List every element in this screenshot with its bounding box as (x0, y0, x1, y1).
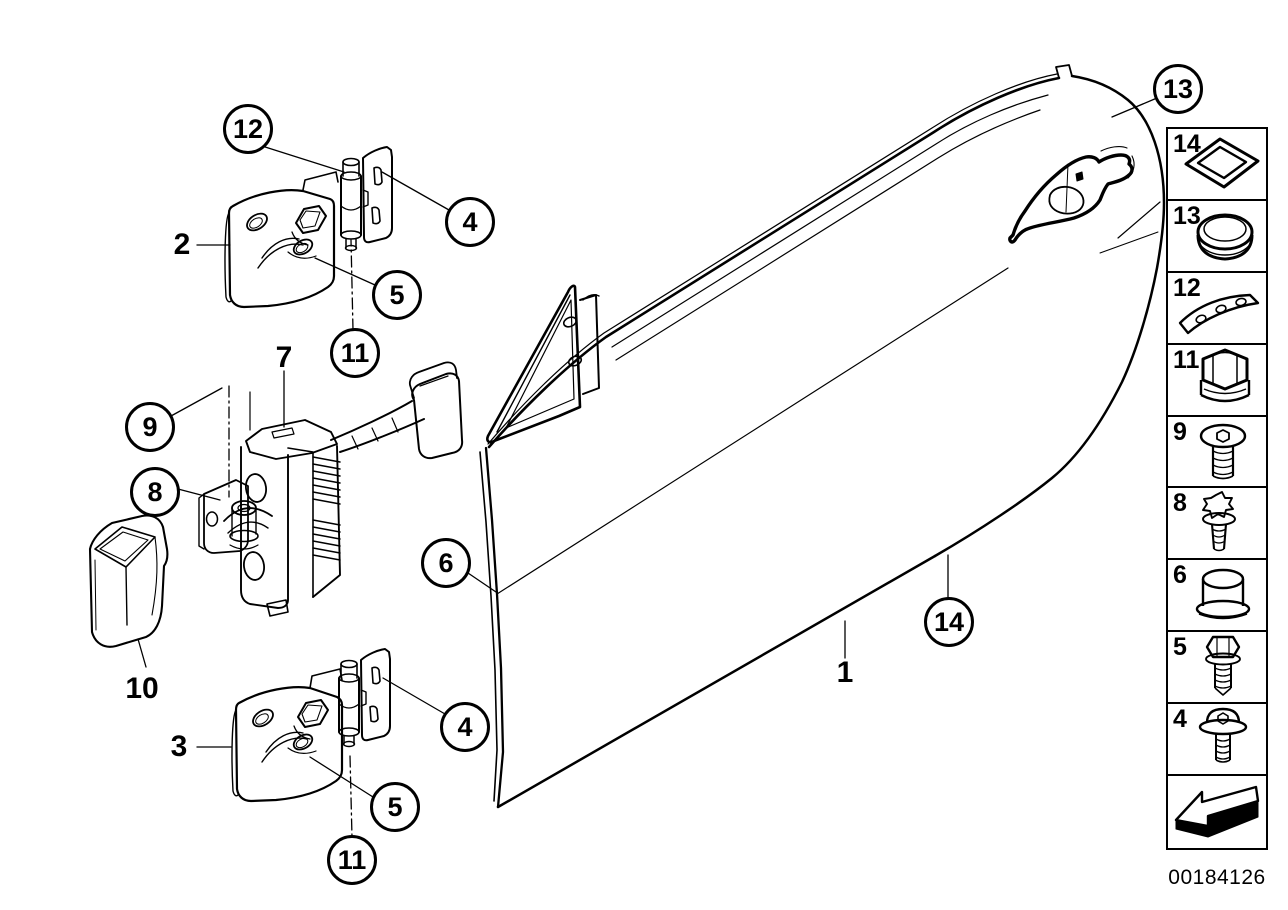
callout-8[interactable]: 8 (130, 467, 180, 517)
door-handle-recess-drawing (1010, 147, 1134, 242)
lower-hinge-drawing (232, 649, 390, 801)
flange-screw-icon (1168, 704, 1266, 772)
callout-11-lower[interactable]: 11 (327, 835, 377, 885)
mirror-triangle-drawing (487, 286, 599, 442)
plug-grommet-icon (1168, 560, 1266, 628)
legend-item-5[interactable]: 5 (1168, 632, 1266, 705)
cap-nut-icon (1168, 345, 1266, 413)
legend-item-13[interactable]: 13 (1168, 201, 1266, 273)
legend-item-11[interactable]: 11 (1168, 345, 1266, 417)
callout-5-lower[interactable]: 5 (370, 782, 420, 832)
legend-item-6[interactable]: 6 (1168, 560, 1266, 633)
callout-9[interactable]: 9 (125, 402, 175, 452)
callout-5-upper[interactable]: 5 (372, 270, 422, 320)
legend-item-12[interactable]: 12 (1168, 273, 1266, 345)
shim-plate-icon (1168, 273, 1266, 341)
callout-4-upper[interactable]: 4 (445, 197, 495, 247)
legend-item-4[interactable]: 4 (1168, 704, 1266, 777)
leader-lines (138, 98, 1157, 837)
label-7[interactable]: 7 (275, 341, 293, 374)
seal-gasket-icon (1168, 129, 1266, 197)
back-arrow-icon (1168, 776, 1266, 844)
label-3[interactable]: 3 (170, 730, 188, 763)
callout-12[interactable]: 12 (223, 104, 273, 154)
cover-cap-icon (1168, 201, 1266, 269)
bump-stop-drawing (90, 515, 167, 646)
legend-item-8[interactable]: 8 (1168, 488, 1266, 561)
label-2[interactable]: 2 (173, 228, 191, 261)
callout-13[interactable]: 13 (1153, 64, 1203, 114)
upper-hinge-drawing (225, 147, 392, 307)
legend-nav-arrow[interactable] (1168, 776, 1266, 848)
callout-6[interactable]: 6 (421, 538, 471, 588)
callout-14[interactable]: 14 (924, 597, 974, 647)
drawing-number: 00184126 (1168, 866, 1266, 889)
callout-11-upper[interactable]: 11 (330, 328, 380, 378)
legend-item-14[interactable]: 14 (1168, 129, 1266, 201)
torx-stud-icon (1168, 488, 1266, 556)
parts-legend: 14 13 12 11 (1166, 127, 1268, 850)
countersunk-screw-icon (1168, 417, 1266, 485)
legend-item-9[interactable]: 9 (1168, 417, 1266, 489)
hex-bolt-icon (1168, 632, 1266, 700)
door-brake-drawing (199, 362, 462, 616)
label-1[interactable]: 1 (836, 656, 854, 689)
callout-4-lower[interactable]: 4 (440, 702, 490, 752)
label-10[interactable]: 10 (125, 672, 159, 705)
door-panel-drawing (480, 65, 1164, 807)
